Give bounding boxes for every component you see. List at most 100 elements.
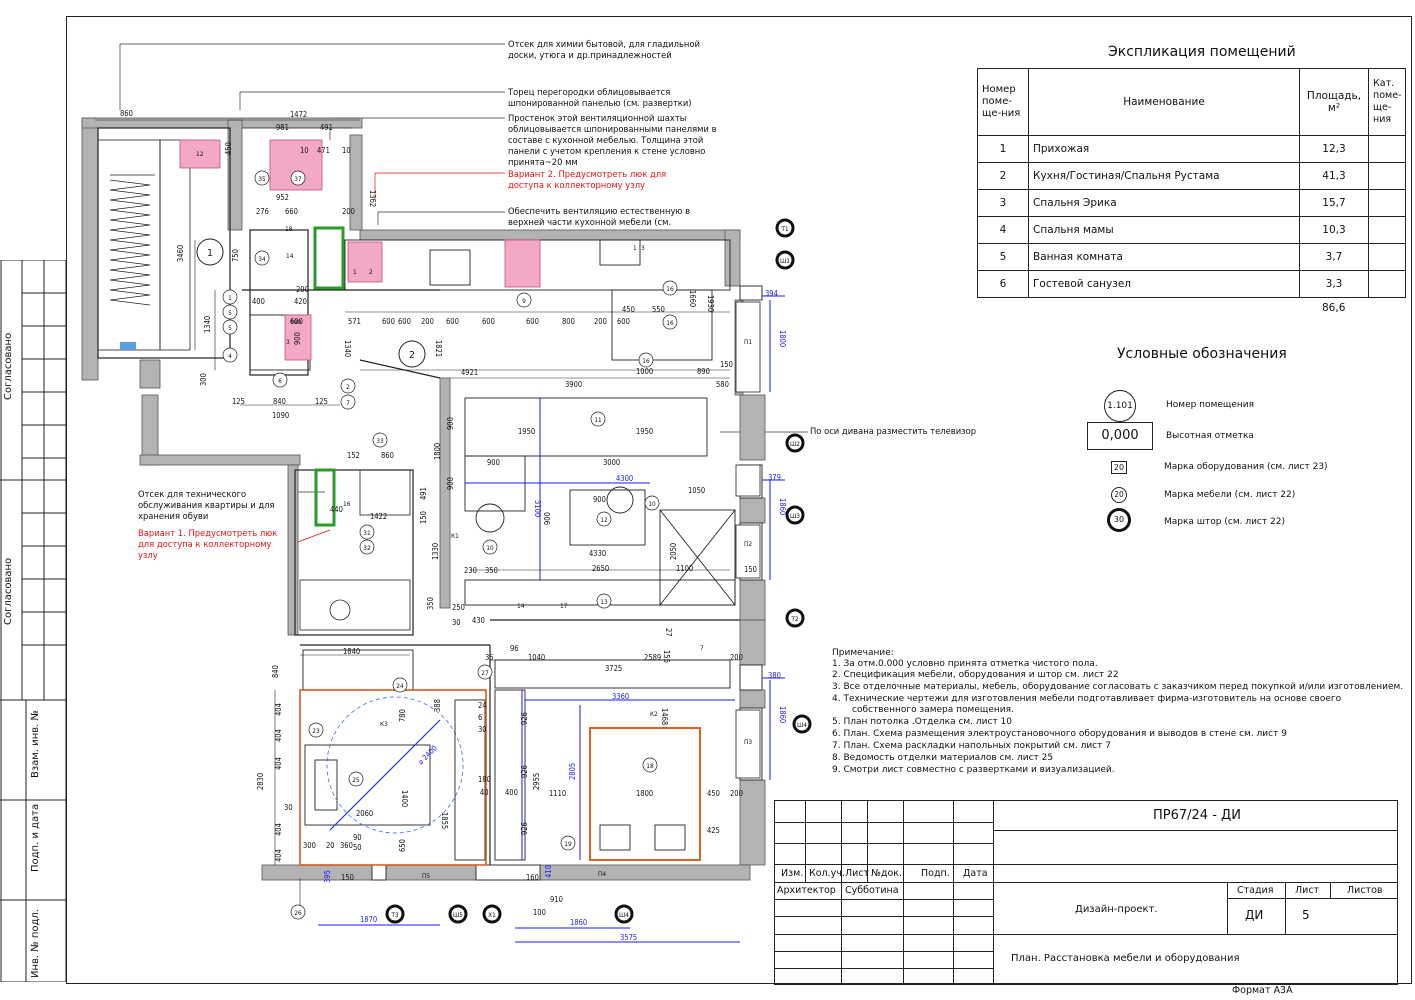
- svg-text:425: 425: [707, 826, 720, 835]
- svg-text:200: 200: [421, 317, 434, 326]
- note-6: 6. План. Схема размещения электроустанов…: [832, 729, 1287, 739]
- legend-room-symbol: 1.101: [1104, 390, 1136, 422]
- svg-text:860: 860: [381, 451, 394, 460]
- drawing-frame: [66, 16, 1412, 984]
- svg-text:1100: 1100: [676, 564, 693, 573]
- svg-text:35: 35: [258, 175, 266, 183]
- svg-text:200: 200: [730, 789, 743, 798]
- svg-text:780: 780: [398, 709, 407, 722]
- svg-text:491: 491: [320, 123, 333, 132]
- svg-text:16: 16: [642, 357, 650, 365]
- svg-text:1040: 1040: [528, 653, 545, 662]
- svg-text:600: 600: [617, 317, 630, 326]
- tb-sheets-label: Листов: [1347, 885, 1383, 896]
- callout-variant-2: Вариант 2. Предусмотреть люк для доступа…: [508, 169, 667, 190]
- svg-text:96: 96: [510, 644, 519, 653]
- svg-text:360: 360: [340, 841, 353, 850]
- svg-text:910: 910: [550, 895, 563, 904]
- svg-text:18: 18: [646, 762, 654, 770]
- svg-text:200: 200: [730, 653, 743, 662]
- svg-text:1800: 1800: [433, 443, 442, 460]
- dim: 1472: [290, 110, 307, 119]
- svg-text:230: 230: [464, 566, 477, 575]
- svg-text:450: 450: [707, 789, 720, 798]
- svg-text:160: 160: [526, 873, 539, 882]
- note-5: 5. План потолка .Отделка см. лист 10: [832, 717, 1013, 727]
- svg-text:388: 388: [433, 699, 442, 712]
- callout-variant-1: Вариант 1. Предусмотреть люк для доступа…: [138, 528, 278, 560]
- svg-text:580: 580: [716, 380, 729, 389]
- dim: 860: [120, 109, 133, 118]
- svg-text:2650: 2650: [592, 564, 609, 573]
- legend-furniture-label: Марка мебели (см. лист 22): [1164, 490, 1296, 500]
- svg-text:17: 17: [560, 602, 568, 610]
- svg-text:1000: 1000: [636, 367, 653, 376]
- svg-text:34: 34: [258, 255, 266, 263]
- svg-text:25: 25: [352, 776, 360, 784]
- svg-text:2: 2: [346, 383, 350, 391]
- svg-text:Ш3: Ш3: [790, 512, 800, 520]
- svg-text:900: 900: [543, 512, 552, 525]
- svg-text:981: 981: [276, 123, 289, 132]
- svg-text:Ш1: Ш1: [780, 257, 790, 265]
- legend-equipment-label: Марка оборудования (см. лист 23): [1164, 462, 1328, 472]
- svg-text:1840: 1840: [343, 647, 360, 656]
- svg-text:3100: 3100: [533, 500, 542, 517]
- notes-title: Примечание:: [832, 648, 894, 658]
- svg-text:1: 1: [353, 268, 357, 276]
- svg-text:600: 600: [482, 317, 495, 326]
- svg-text:13: 13: [600, 598, 608, 606]
- tb-sheet-title: План. Расстановка мебели и оборудования: [1011, 953, 1240, 964]
- svg-text:430: 430: [472, 616, 485, 625]
- note-8: 8. Ведомость отделки материалов см. лист…: [832, 753, 1054, 763]
- svg-text:31: 31: [363, 529, 371, 537]
- legend-room-label: Номер помещения: [1166, 400, 1255, 410]
- tb-col-sheet: Лист: [845, 868, 870, 879]
- tb-col-date: Дата: [963, 868, 988, 879]
- svg-text:1870: 1870: [360, 915, 377, 924]
- svg-text:1468: 1468: [660, 708, 669, 725]
- svg-text:90: 90: [353, 833, 362, 842]
- svg-text:1855: 1855: [440, 812, 449, 829]
- svg-text:11: 11: [594, 416, 602, 424]
- svg-text:276: 276: [256, 207, 269, 216]
- svg-text:2: 2: [409, 350, 415, 361]
- svg-text:3725: 3725: [605, 664, 622, 673]
- svg-text:404: 404: [274, 849, 283, 862]
- svg-text:600: 600: [398, 317, 411, 326]
- svg-text:1930: 1930: [706, 295, 715, 312]
- svg-text:23: 23: [312, 727, 320, 735]
- note-4: 4. Технические чертежи для изготовления …: [832, 694, 1342, 704]
- callout-tv: По оси дивана разместить телевизор: [810, 426, 977, 436]
- svg-text:4300: 4300: [616, 474, 633, 483]
- callout-partition-end: Торец перегородки облицовывается шпониро…: [508, 87, 692, 108]
- svg-text:1821: 1821: [434, 340, 443, 357]
- svg-text:27: 27: [664, 628, 673, 637]
- svg-text:350: 350: [426, 597, 435, 610]
- svg-text:27: 27: [481, 669, 489, 677]
- svg-text:926: 926: [520, 765, 529, 778]
- svg-text:50: 50: [353, 843, 362, 852]
- svg-text:1: 1: [207, 248, 213, 259]
- svg-text:14: 14: [517, 602, 525, 610]
- svg-text:404: 404: [274, 823, 283, 836]
- svg-text:2050: 2050: [669, 543, 678, 560]
- legend-curtain-label: Марка штор (см. лист 22): [1164, 517, 1285, 527]
- svg-text:1: 1: [633, 244, 637, 252]
- svg-text:890: 890: [697, 367, 710, 376]
- svg-text:6: 6: [278, 377, 282, 385]
- svg-text:19: 19: [564, 840, 572, 848]
- svg-text:П5: П5: [422, 872, 430, 880]
- svg-text:300: 300: [303, 841, 316, 850]
- svg-text:П3: П3: [744, 738, 752, 746]
- svg-text:Ш2: Ш2: [790, 440, 800, 448]
- tb-stage-label: Стадия: [1237, 885, 1274, 896]
- svg-text:1050: 1050: [688, 486, 705, 495]
- tb-sheet-label: Лист: [1295, 885, 1320, 896]
- note-1: 1. За отм.0.000 условно принята отметка …: [832, 659, 1098, 669]
- tb-project: Дизайн-проект.: [1075, 904, 1158, 915]
- svg-text:16: 16: [666, 319, 674, 327]
- svg-text:600: 600: [290, 317, 303, 326]
